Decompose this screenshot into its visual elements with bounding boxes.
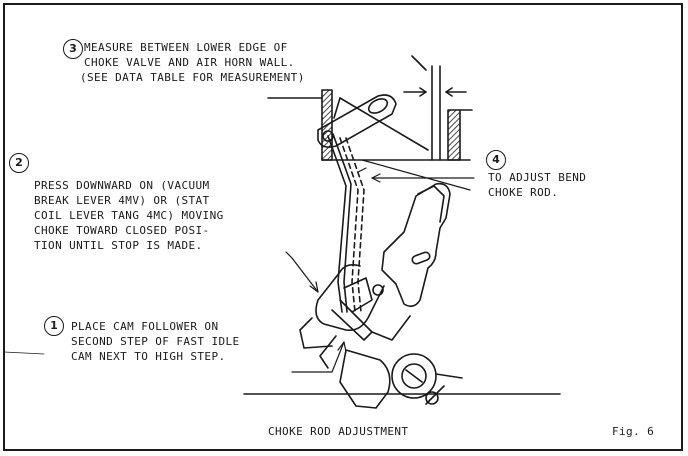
callout-2-number: 2 xyxy=(9,153,29,173)
fast-idle-cam xyxy=(243,182,561,409)
callout-2-line-2: BREAK LEVER 4MV) OR (STAT xyxy=(34,194,210,207)
callout-2-line-3: COIL LEVER TANG 4MC) MOVING xyxy=(34,209,224,222)
callout-1-line-3: CAM NEXT TO HIGH STEP. xyxy=(71,350,226,363)
leader-lines xyxy=(285,159,475,373)
callout-3-line-2: CHOKE VALVE AND AIR HORN WALL. xyxy=(84,56,295,69)
figure-frame xyxy=(3,3,683,451)
callout-3-number: 3 xyxy=(63,39,83,59)
figure-caption: CHOKE ROD ADJUSTMENT xyxy=(268,425,409,438)
air-horn-assembly xyxy=(267,55,473,161)
callout-4-line-1: TO ADJUST BEND xyxy=(488,171,587,184)
callout-3-line-3: (SEE DATA TABLE FOR MEASUREMENT) xyxy=(80,71,305,84)
callout-1-line-2: SECOND STEP OF FAST IDLE xyxy=(71,335,240,348)
figure-label: Fig. 6 xyxy=(612,425,655,438)
callout-2-line-5: TION UNTIL STOP IS MADE. xyxy=(34,239,203,252)
callout-3-line-1: MEASURE BETWEEN LOWER EDGE OF xyxy=(84,41,288,54)
callout-1-number: 1 xyxy=(44,316,64,336)
callout-1-line-1: PLACE CAM FOLLOWER ON xyxy=(71,320,219,333)
callout-4-number: 4 xyxy=(486,150,506,170)
callout-2-line-4: CHOKE TOWARD CLOSED POSI- xyxy=(34,224,210,237)
callout-2-line-1: PRESS DOWNWARD ON (VACUUM xyxy=(34,179,210,192)
choke-rod xyxy=(327,133,365,313)
callout-4-line-2: CHOKE ROD. xyxy=(488,186,559,199)
